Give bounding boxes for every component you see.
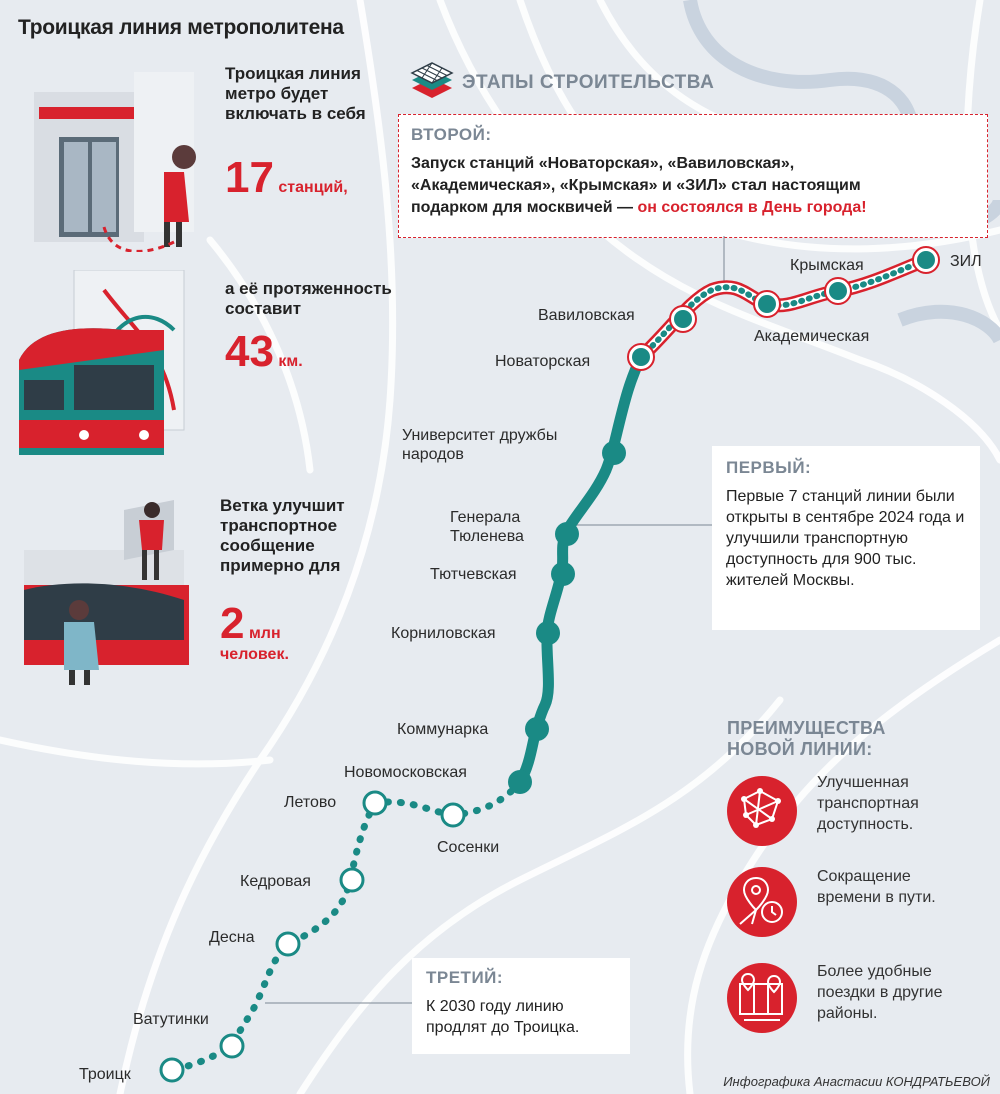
stage-second-line3-text: подарком для москвичей — [411,199,634,216]
fact-length-text: а её протяженность составит [225,279,392,318]
station-marker-kedrovaya[interactable] [339,867,365,893]
fact-stations-value: 17 [225,153,274,202]
stage-second-highlight: он состоялся в День города! [637,199,867,216]
fact-people-number: 2 млн человек. [220,602,330,664]
station-label-kommunarka: Коммунарка [397,721,489,738]
advantages-title-line2: НОВОЙ ЛИНИИ: [727,739,873,759]
fact-length-unit: км. [278,353,303,370]
station-marker-generala-tyuleneva[interactable] [555,522,579,546]
stage-first-card: ПЕРВЫЙ: Первые 7 станций линии были откр… [712,446,980,630]
station-label-zil: ЗИЛ [950,253,982,270]
map-pins-icon [727,963,797,1033]
advantages-title-line1: ПРЕИМУЩЕСТВА [727,718,886,738]
station-label-generala-tyuleneva: Генерала Тюленева [450,509,524,545]
station-label-novomoskovskaya: Новомосковская [344,764,467,781]
stage-second-line3: подарком для москвичей — он состоялся в … [411,197,986,219]
station-marker-kornilovskaya[interactable] [536,621,560,645]
stage-first-text: Первые 7 станций линии были открыты в се… [726,488,965,589]
stage-second-text: Запуск станций «Новаторская», «Вавиловск… [411,153,986,219]
station-marker-krymskaya[interactable] [829,282,847,300]
stage-second-line2: «Академическая», «Крымская» и «ЗИЛ» стал… [411,177,861,194]
station-label-novatorskaya: Новаторская [495,353,591,370]
station-label-letovo: Летово [284,794,337,811]
station-marker-novatorskaya[interactable] [632,348,650,366]
advantage-1-text: Улучшенная транспортная доступность. [817,774,919,833]
fact-stations-unit: станций, [278,179,348,196]
station-marker-kommunarka[interactable] [525,717,549,741]
line-segment-third [168,778,524,1074]
station-marker-vatutinki[interactable] [219,1033,245,1059]
station-entrance-illustration [34,72,196,252]
station-label-vavilovskaya: Вавиловская [538,307,635,324]
fact-people-value: 2 [220,599,245,648]
station-label-universitet: Университет дружбы народов [402,427,558,463]
fact-people-unit: млн человек. [220,625,289,663]
layers-icon [410,62,454,98]
network-icon [727,776,797,846]
stage-third-title: ТРЕТИЙ: [426,968,504,987]
fact-stations-text: Троицкая линия метро будет включать в се… [225,64,366,123]
fact-length-number: 43 км. [225,330,303,374]
station-label-kornilovskaya: Корниловская [391,625,496,642]
stages-header: ЭТАПЫ СТРОИТЕЛЬСТВА [462,72,715,93]
station-label-vatutinki: Ватутинки [133,1011,209,1028]
station-marker-troitsk[interactable] [159,1057,185,1083]
station-marker-universitet[interactable] [602,441,626,465]
credit: Инфографика Анастасии КОНДРАТЬЕВОЙ [723,1074,990,1089]
station-marker-akademicheskaya[interactable] [758,295,776,313]
stage-second-line1: Запуск станций «Новаторская», «Вавиловск… [411,155,795,172]
station-label-krymskaya: Крымская [790,257,864,274]
train-illustration [19,270,185,455]
station-marker-tyutchevskaya[interactable] [551,562,575,586]
station-marker-letovo[interactable] [362,790,388,816]
route-clock-icon [727,867,797,937]
page-title: Троицкая линия метрополитена [18,16,344,39]
station-label-akademicheskaya: Академическая [754,328,870,345]
fact-length-value: 43 [225,327,274,376]
stage-third-card: ТРЕТИЙ: К 2030 году линию продлят до Тро… [412,958,630,1054]
stage-second-title: ВТОРОЙ: [411,125,492,144]
stage-second-card: ВТОРОЙ: Запуск станций «Новаторская», «В… [398,114,988,238]
station-label-kedrovaya: Кедровая [240,873,311,890]
stage-first-title: ПЕРВЫЙ: [726,458,812,477]
advantages-title: ПРЕИМУЩЕСТВА НОВОЙ ЛИНИИ: [727,718,886,760]
station-marker-sosenki[interactable] [440,802,466,828]
fact-stations-number: 17 станций, [225,156,348,200]
advantage-2-text: Сокращение времени в пути. [817,868,936,906]
station-label-troitsk: Троицк [79,1066,131,1083]
stage-third-text: К 2030 году линию продлят до Троицка. [426,998,580,1036]
station-marker-vavilovskaya[interactable] [674,310,692,328]
passengers-illustration [24,500,189,685]
station-label-desna: Десна [209,929,255,946]
station-label-tyutchevskaya: Тютчевская [430,566,517,583]
fact-people-text: Ветка улучшит транспортное сообщение при… [220,496,345,575]
advantage-3-text: Более удобные поездки в другие районы. [817,963,943,1022]
station-label-sosenki: Сосенки [437,839,500,856]
station-marker-novomoskovskaya[interactable] [508,770,532,794]
station-marker-desna[interactable] [275,931,301,957]
station-marker-zil[interactable] [917,251,935,269]
